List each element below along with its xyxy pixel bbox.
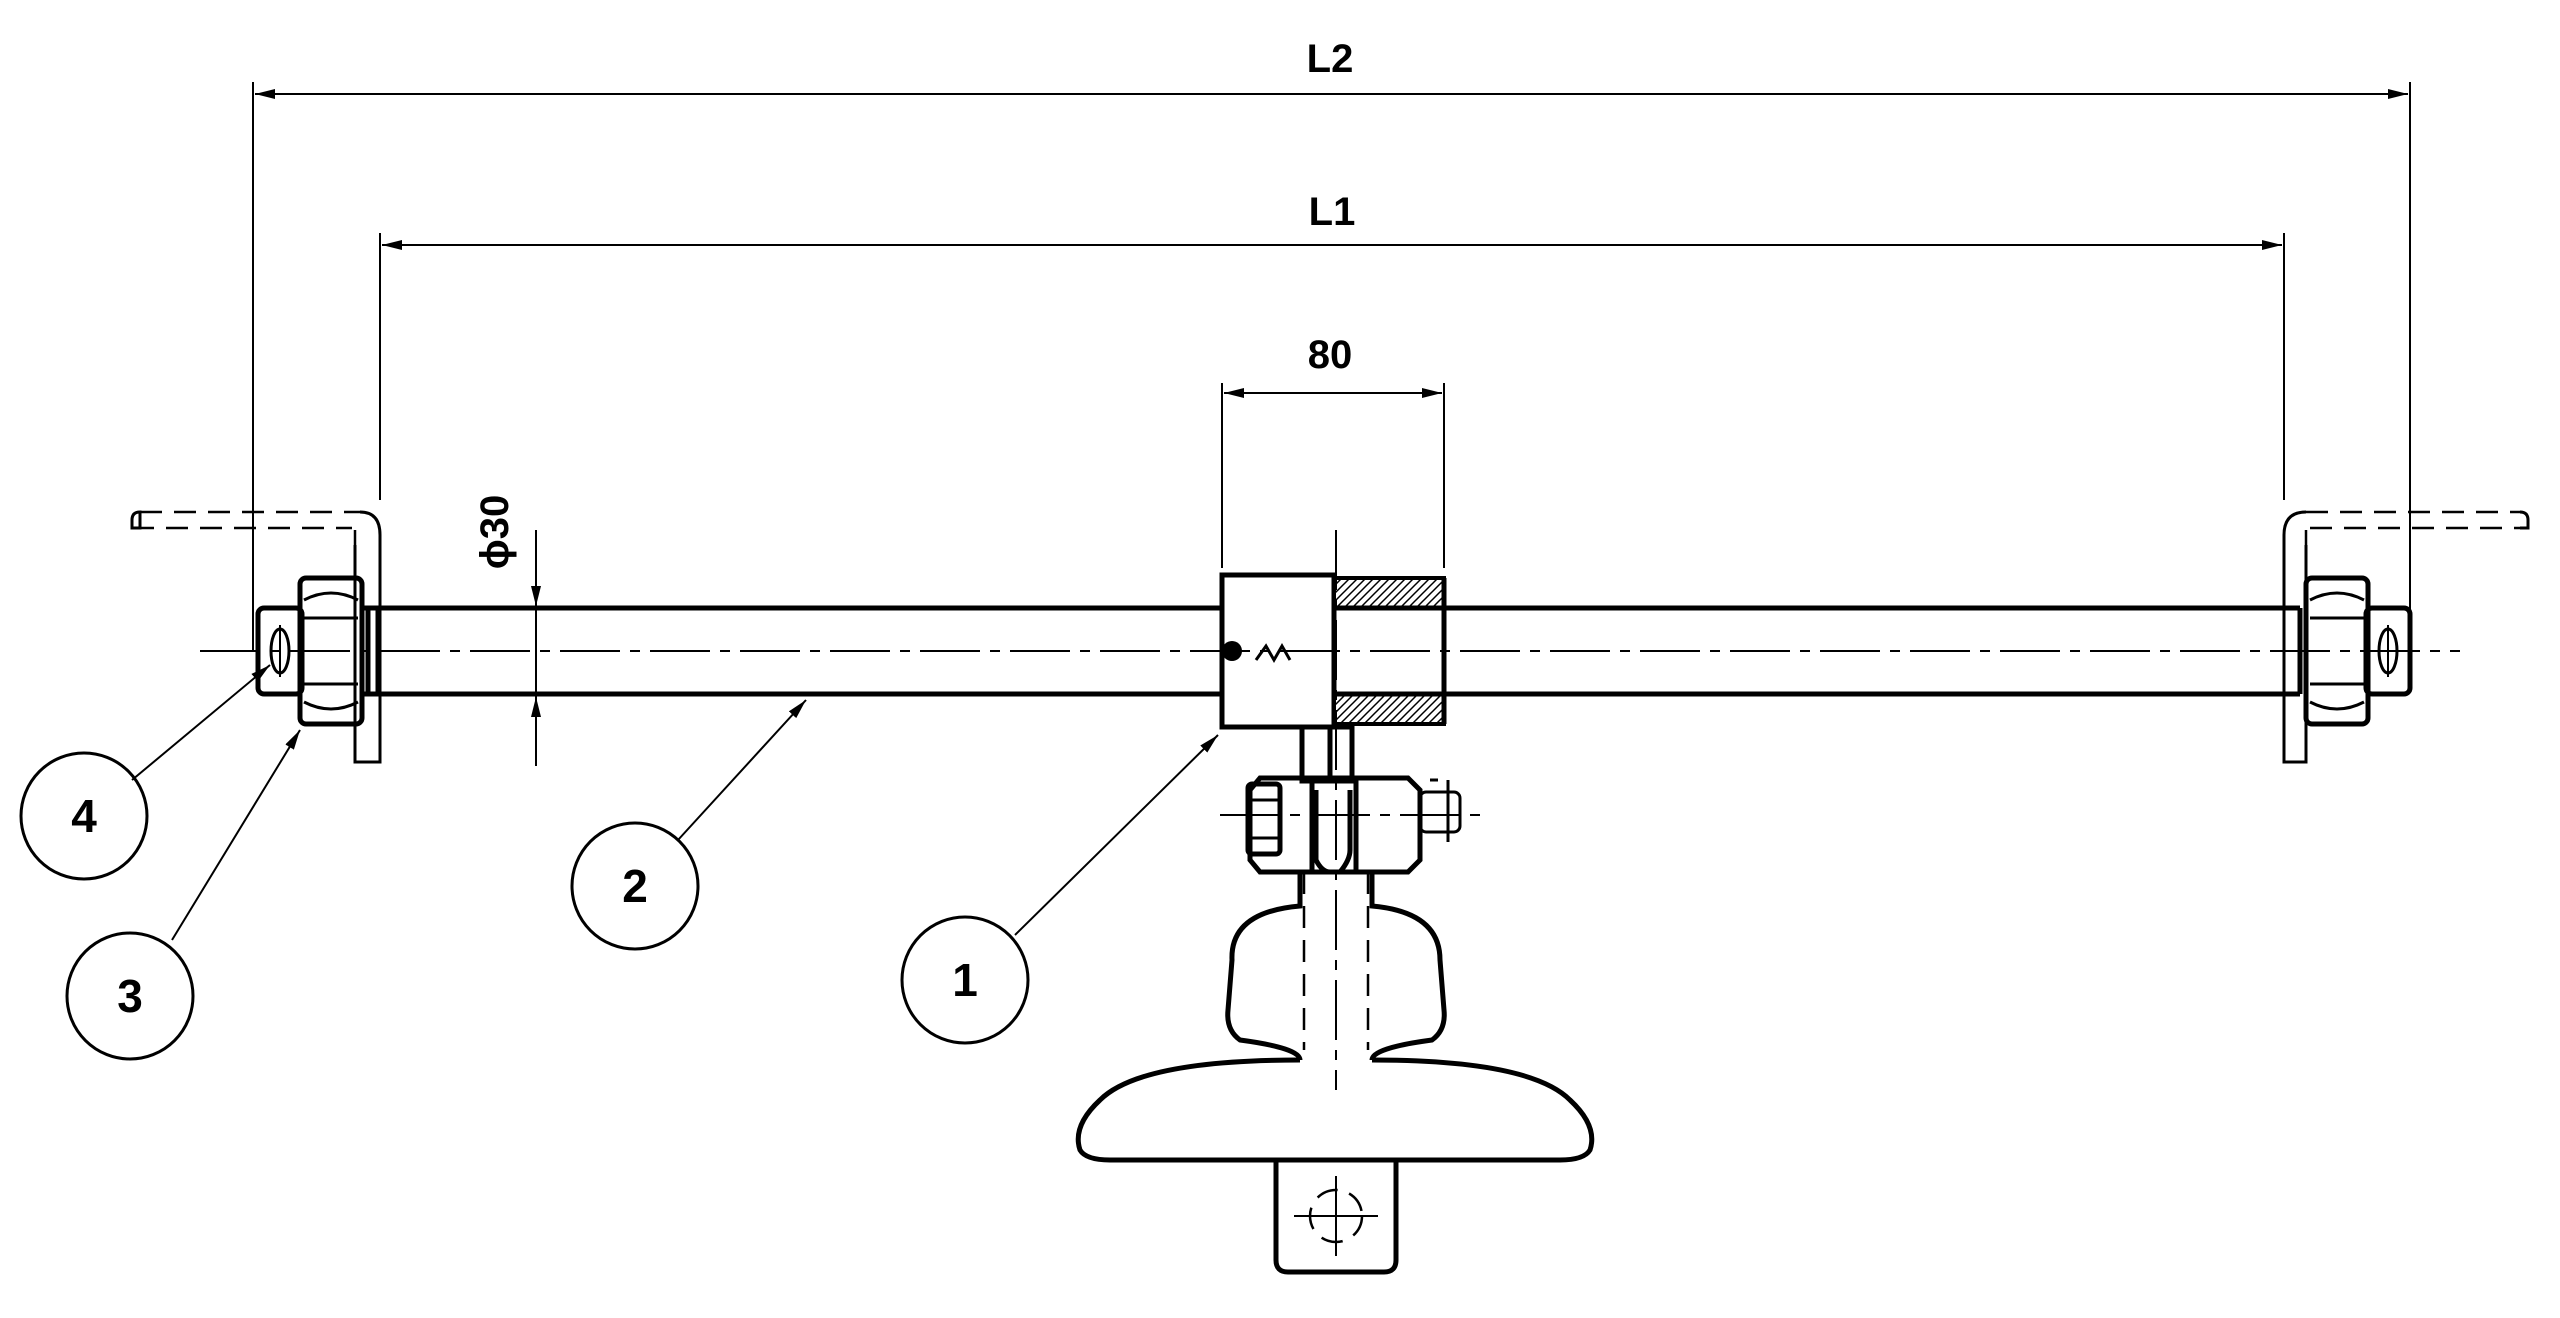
callout-3-label: 3 [117,970,143,1022]
dimension-80: 80 [1221,333,1445,568]
callout-1: 1 [900,915,1030,1045]
left-nut [297,575,381,727]
left-bracket [130,510,382,764]
dimension-l2: L2 [252,37,2411,650]
callout-1-label: 1 [952,954,978,1006]
insulator-assembly [1075,530,1595,1275]
leader-lines [131,664,1219,941]
clamp [1219,572,1447,730]
dimension-diameter-label: ϕ30 [473,495,517,569]
dimension-diameter: ϕ30 [473,495,541,766]
callout-4-label: 4 [71,790,97,842]
rod [365,605,2303,697]
callout-4: 4 [19,751,149,881]
dimension-l1: L1 [379,190,2285,500]
right-pin [2363,605,2413,697]
left-pin [255,605,305,697]
callout-3: 3 [65,931,195,1061]
callout-2-label: 2 [622,860,648,912]
dimension-l1-label: L1 [1309,190,1356,234]
dimension-80-label: 80 [1308,333,1353,377]
callout-2: 2 [570,821,700,951]
dimension-l2-label: L2 [1307,37,1354,81]
